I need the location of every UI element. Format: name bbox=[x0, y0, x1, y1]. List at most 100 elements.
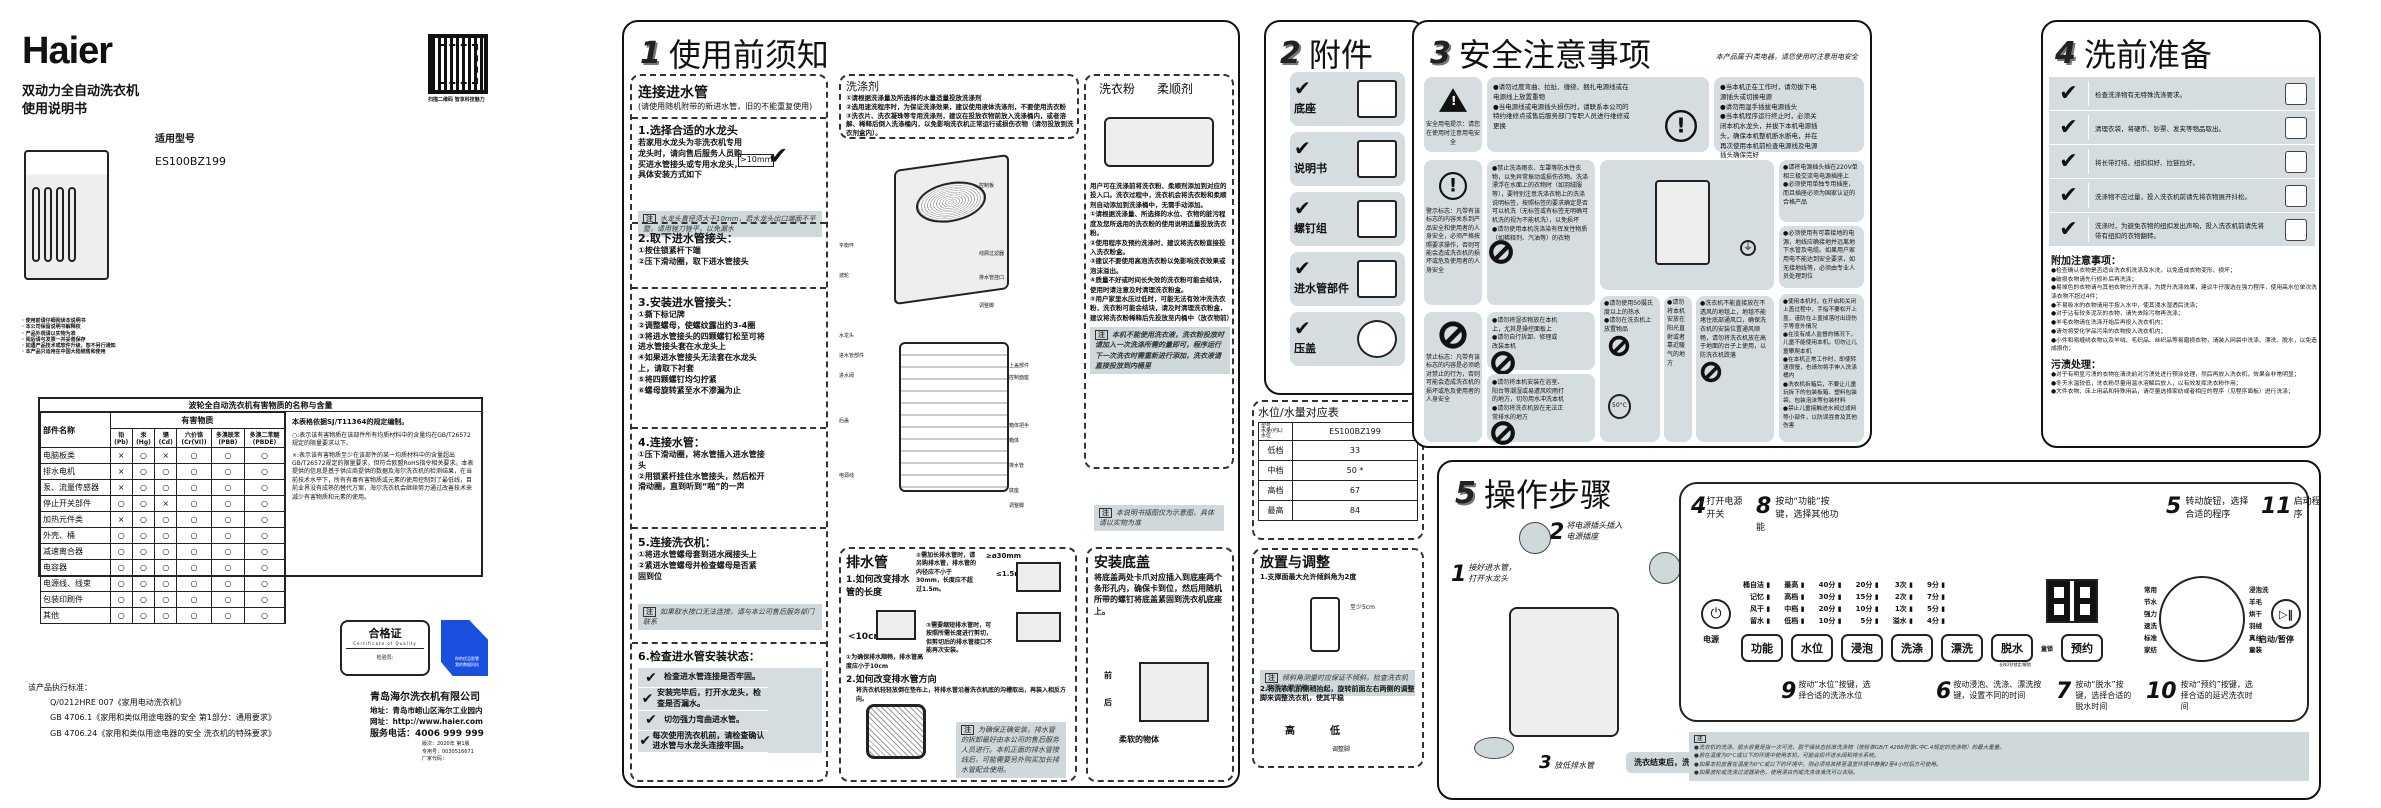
program-option[interactable]: 羽绒 bbox=[2249, 622, 2262, 630]
hazard-cell: ○ bbox=[176, 543, 212, 560]
detergent-info: 洗涤剂 ①请根据洗涤量及所选择的水量适量投放洗涤剂 ②选用速洗程序时，为保证洗涤… bbox=[846, 80, 1074, 138]
panel-button[interactable]: 水位 bbox=[1791, 634, 1833, 662]
warning-icon: ! bbox=[1439, 88, 1467, 112]
washer-icon bbox=[876, 610, 916, 640]
accessory-item: ✔压盖 bbox=[1290, 312, 1405, 366]
washer-icon bbox=[1655, 180, 1710, 265]
program-option[interactable]: 真丝 bbox=[2249, 634, 2262, 642]
hazard-cell: ○ bbox=[210, 607, 245, 624]
prohibit-icon bbox=[1608, 335, 1630, 356]
start-pause-button[interactable]: ▷‖ bbox=[2271, 599, 2301, 629]
person-level-illustration bbox=[1310, 597, 1340, 652]
panel-button[interactable]: 预约 bbox=[2061, 634, 2104, 662]
hazard-cell: ○ bbox=[210, 495, 245, 512]
indicator-light: 低档 ▮ bbox=[1784, 617, 1805, 625]
standards: 该产品执行标准： Q/0212HRE 007《家用电动洗衣机》 GB 4706.… bbox=[28, 683, 276, 738]
electric-safety-items: ●请勿过度弯曲、拉扯、缠绕、捆扎电源线或在电源线上放置重物 ●当电源线或电源插头… bbox=[1487, 77, 1709, 152]
prep-check-item: ✔将长带打结、纽扣扣好、拉链拉好。 bbox=[2049, 145, 2315, 179]
panel-button[interactable]: 浸泡 bbox=[1841, 634, 1883, 662]
hazard-cell: ○ bbox=[243, 527, 286, 544]
program-option[interactable]: 童装 bbox=[2249, 646, 2262, 654]
accessory-icon bbox=[1357, 320, 1397, 358]
step-3: 3 放低排水管 bbox=[1539, 752, 1595, 773]
child-lock-indicator: 童锁 bbox=[2041, 645, 2054, 653]
check-icon: ✔ bbox=[645, 669, 657, 686]
hazard-cell: ○ bbox=[210, 543, 245, 560]
hazard-row: 电脑板类×○×○○○ bbox=[40, 447, 286, 464]
indicator-column: 9分 ▮7分 ▮5分 ▮4分 ▮ bbox=[1927, 579, 1945, 639]
indicator-light: 15分 ▮ bbox=[1855, 593, 1879, 601]
program-option[interactable]: 家纺 bbox=[2144, 646, 2157, 654]
part-name: 外壳、桶 bbox=[40, 527, 111, 544]
hazard-cell: ○ bbox=[176, 447, 212, 464]
prohibit-items-4: ●请勿将本机安放在阳光直射或者靠近暖气的地方 bbox=[1664, 296, 1692, 442]
step-connect-washer: 5.连接洗衣机： ①将进水管螺母套到进水阀接头上 ②紧进水管螺母并检查螺母是否紧… bbox=[638, 534, 822, 631]
programs-right: 浸泡洗羊毛烘干羽绒真丝童装 bbox=[2249, 584, 2295, 656]
power-button[interactable]: ⏻ bbox=[1701, 599, 1731, 629]
program-option[interactable]: 节水 bbox=[2144, 598, 2157, 606]
hazard-column-header: 多溴二苯醚 (PBDE) bbox=[243, 428, 286, 448]
program-option[interactable]: 浸泡洗 bbox=[2249, 586, 2269, 594]
accessory-icon bbox=[1357, 80, 1397, 118]
program-option[interactable]: 羊毛 bbox=[2249, 598, 2262, 606]
qr-code[interactable]: 扫描二维码 智享科技魅力 bbox=[428, 34, 488, 104]
indicator-light: 20分 ▮ bbox=[1818, 605, 1842, 613]
hazard-cell: ○ bbox=[176, 527, 212, 544]
panel-button[interactable]: 漂洗 bbox=[1941, 634, 1983, 662]
diagram-note: 注本说明书插图仅为示意图，具体请以实物为准 bbox=[1094, 505, 1224, 531]
extra-notes: 附加注意事项： ●检查确认衣物是否适合洗衣机洗涤及水洗，以免造成衣物变形、损坏；… bbox=[2051, 256, 2317, 396]
hazard-cell: ○ bbox=[176, 511, 212, 528]
hazard-notes: 本表格依据SJ/T11364的规定编制。 ○:表示该有害物质在该部件所有均质材料… bbox=[285, 412, 481, 624]
hazard-cell: ○ bbox=[210, 575, 245, 592]
check-icon: ✔ bbox=[645, 712, 657, 729]
hazard-cell: ○ bbox=[109, 559, 133, 576]
panel-buttons: 功能水位浸泡洗涤漂洗脱水童锁预约 bbox=[1741, 634, 2104, 662]
electric-safety-label: ! 安全用电提示：请您在使用时注意用电安全 bbox=[1424, 77, 1482, 152]
hazard-cell: ○ bbox=[243, 607, 286, 624]
hazard-cell: ○ bbox=[154, 559, 178, 576]
panel-button[interactable]: 脱水 bbox=[1991, 634, 2033, 662]
indicator-light: 溢水 ▮ bbox=[1892, 617, 1913, 625]
section-accessories: 2 附件 ✔底座✔说明书✔螺钉组✔进水管部件✔压盖 bbox=[1264, 20, 1426, 395]
program-dial[interactable] bbox=[2159, 576, 2245, 662]
qr-caption: 扫描二维码 智享科技魅力 bbox=[428, 97, 485, 103]
back-diagram-labels: 水龙头进水管部件进水阀后盖电源线上盖部件控制面座箱体把手箱体排水管底座调整脚 bbox=[839, 322, 1079, 512]
washer-back-diagram bbox=[899, 342, 1009, 492]
program-option[interactable]: 烘干 bbox=[2249, 610, 2262, 618]
hazard-cell: ○ bbox=[210, 511, 245, 528]
hazard-column-header: 镉 (Cd) bbox=[154, 428, 178, 448]
stain-note: ●大件衣物、床上用品和特殊用品，请尽量选择家纺或者相应的程序（见程序面板）进行洗… bbox=[2051, 389, 2294, 396]
dispenser-drawer-icon bbox=[1104, 117, 1214, 167]
panel-button[interactable]: 功能 bbox=[1741, 634, 1783, 662]
checklist-item: ✔切勿强力弯曲进水管。 bbox=[638, 711, 768, 731]
prohibit-icon bbox=[1439, 321, 1467, 349]
check-icon: ✔ bbox=[1294, 196, 1311, 220]
panel-button[interactable]: 洗涤 bbox=[1891, 634, 1933, 662]
top-diagram-labels: 控制板平衡环线屑过滤器波轮排水管挂口调整脚 bbox=[839, 182, 1079, 322]
prep-check-item: ✔清理衣袋，将硬币、钞票、发夹等物品取出。 bbox=[2049, 111, 2315, 145]
program-option[interactable]: 强力 bbox=[2144, 610, 2157, 618]
indicator-light: 3次 ▮ bbox=[1894, 581, 1913, 589]
program-option[interactable]: 速洗 bbox=[2144, 622, 2157, 630]
hazard-column-header: 铅 (Pb) bbox=[109, 428, 133, 448]
diagram-label: 后盖 bbox=[839, 418, 850, 424]
part-name: 电脑板类 bbox=[40, 447, 111, 464]
diagram-label: 电源线 bbox=[839, 473, 855, 479]
part-name: 加热元件类 bbox=[40, 511, 111, 528]
operation-notes: 注●洗衣机的洗涤、脱水容量是指一次可洗、脱干燥状态标准洗涤物（按标准GB/T 4… bbox=[1689, 732, 2309, 781]
company-info: 青岛海尔洗衣机有限公司 地址：青岛市崂山区海尔工业园内 网址：http://ww… bbox=[370, 692, 484, 762]
hazard-row: 加热元件类×○○○○○ bbox=[40, 511, 286, 528]
hazard-cell: ○ bbox=[210, 559, 245, 576]
section-4-header: 4 洗前准备 bbox=[2055, 35, 2212, 75]
hazard-column-header: 汞 (Hg) bbox=[131, 428, 156, 448]
indicator-light: 高档 ▮ bbox=[1784, 593, 1805, 601]
hazard-cell: ○ bbox=[243, 447, 286, 464]
part-header: 部件名称 bbox=[40, 412, 111, 448]
indicator-light: 1次 ▮ bbox=[1894, 605, 1913, 613]
program-option[interactable]: 标准 bbox=[2144, 634, 2157, 642]
hazard-row: 减速离合器○○○○○○ bbox=[40, 543, 286, 560]
hazard-row: 停止开关部件○○×○○○ bbox=[40, 495, 286, 512]
program-option[interactable]: 常用 bbox=[2144, 586, 2157, 594]
